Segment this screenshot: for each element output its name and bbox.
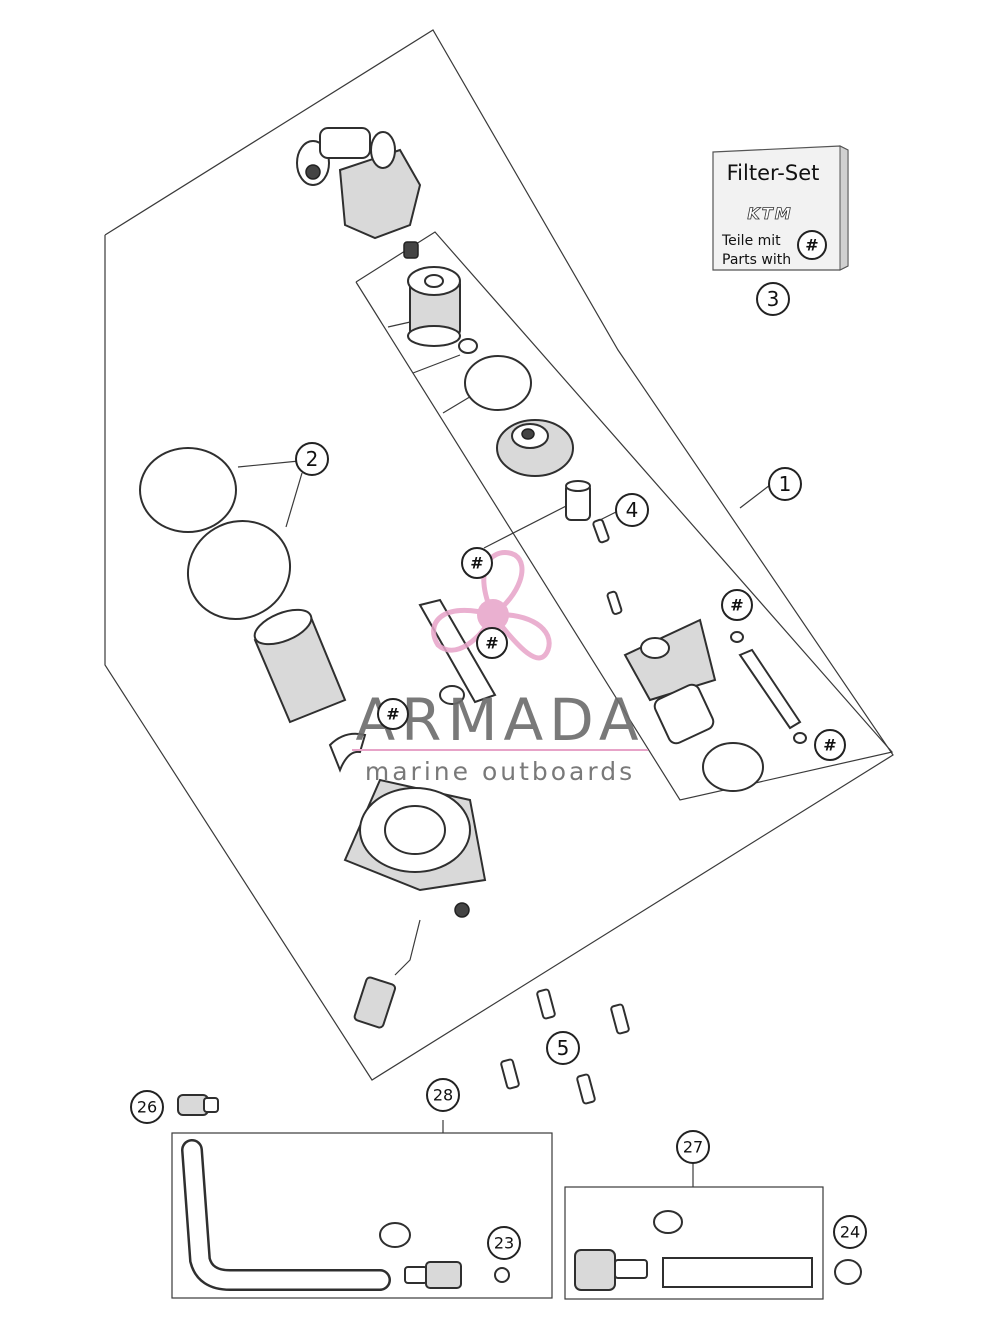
callout-28: 28: [426, 1078, 460, 1112]
clip-26-part: [177, 1094, 219, 1116]
filter-set-title: Filter-Set: [727, 161, 820, 185]
callout-5: 5: [546, 1031, 580, 1065]
pump-o-ring-part: [702, 742, 764, 792]
hose-clamp-28-part: [379, 1222, 411, 1248]
o-ring-23-part: [494, 1267, 510, 1283]
small-o-ring-part: [458, 338, 478, 354]
leader-lines: [237, 317, 771, 1187]
hash-marker-a: #: [461, 547, 493, 579]
mounting-screws-part: [500, 988, 630, 1105]
svg-text:28: 28: [433, 1086, 453, 1105]
filter-set-box: Filter-Set KTM Teile mit Parts with #: [712, 145, 849, 271]
svg-text:#: #: [485, 634, 498, 653]
quick-connector-28-part: [404, 1261, 462, 1289]
main-assembly-frame: [104, 29, 894, 1081]
o-ring-2b-part: [186, 519, 292, 621]
pressure-regulator-part: [496, 419, 574, 477]
fuel-filter-part: [407, 266, 461, 347]
hose-clamp-27-part: [653, 1210, 683, 1234]
watermark-tagline: marine outboards: [365, 757, 635, 786]
svg-text:#: #: [823, 736, 836, 755]
filter-set-hash-marker: #: [797, 230, 827, 260]
sleeve-part: [565, 480, 591, 521]
svg-text:#: #: [386, 705, 399, 724]
hash-marker-b: #: [476, 627, 508, 659]
filter-set-line-de: Teile mit: [721, 233, 781, 249]
fuel-pipe-part: [738, 648, 802, 730]
screw-part: [592, 518, 610, 544]
filter-set-brand: KTM: [747, 204, 792, 223]
clip-part: [328, 732, 367, 773]
callout-26: 26: [130, 1090, 164, 1124]
flange-housing-part: [343, 778, 487, 918]
svg-text:5: 5: [557, 1036, 570, 1060]
callout-24: 24: [833, 1215, 867, 1249]
quick-connector-27-part: [574, 1249, 648, 1291]
washer-part: [439, 685, 465, 705]
wire-connector-part: [353, 919, 421, 1029]
svg-text:3: 3: [767, 287, 780, 311]
kit-27-frame: [564, 1186, 824, 1300]
cylinder-sleeve-part: [253, 608, 347, 724]
callout-27: 27: [676, 1130, 710, 1164]
svg-text:1: 1: [779, 472, 792, 496]
hose-bend-part: [181, 1139, 391, 1291]
svg-text:2: 2: [306, 447, 319, 471]
svg-text:#: #: [730, 596, 743, 615]
callout-23: 23: [487, 1226, 521, 1260]
pipe-o-ring-bottom-part: [793, 732, 807, 744]
svg-text:23: 23: [494, 1234, 514, 1253]
svg-text:24: 24: [840, 1223, 860, 1242]
hash-marker-c: #: [377, 698, 409, 730]
fuel-hose-27-part: [662, 1257, 813, 1288]
armada-watermark: ARMADA marine outboards: [352, 550, 648, 786]
callout-1: 1: [768, 467, 802, 501]
large-o-ring-part: [464, 355, 532, 411]
pipe-o-ring-top-part: [730, 631, 744, 643]
o-ring-2a-part: [139, 447, 237, 533]
callout-4: 4: [615, 493, 649, 527]
hash-marker-d: #: [721, 589, 753, 621]
svg-text:26: 26: [137, 1098, 157, 1117]
svg-text:#: #: [805, 236, 818, 255]
fuel-pump-motor-part: [623, 618, 717, 745]
kit-28-frame: [171, 1132, 553, 1299]
spring-part: [403, 241, 419, 259]
hash-marker-e: #: [814, 729, 846, 761]
svg-text:4: 4: [626, 498, 639, 522]
svg-text:#: #: [470, 554, 483, 573]
callout-2: 2: [295, 442, 329, 476]
hose-clamp-24-part: [834, 1259, 862, 1285]
filter-set-line-en: Parts with: [722, 252, 791, 268]
fuel-pump-head-part: [296, 127, 422, 240]
pump-bolt-part: [606, 590, 623, 615]
svg-text:27: 27: [683, 1138, 703, 1157]
callout-3: 3: [756, 282, 790, 316]
